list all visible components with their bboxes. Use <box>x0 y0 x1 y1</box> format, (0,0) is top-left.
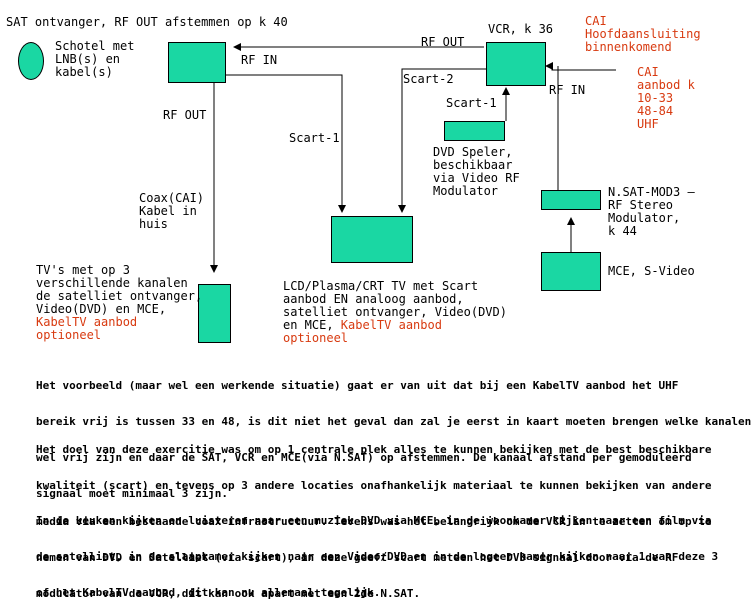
main-tv-label: LCD/Plasma/CRT TV met Scart aanbod EN an… <box>283 279 507 345</box>
vcr-scart1-label: Scart-1 <box>446 96 497 110</box>
diagram-title: SAT ontvanger, RF OUT afstemmen op k 40 <box>6 15 288 29</box>
dvd-player-box <box>444 121 505 141</box>
tvs-box <box>198 284 231 343</box>
line-vcr-scart2-to-tv <box>398 68 486 213</box>
sat-rf-out-label: RF OUT <box>163 108 207 122</box>
cai-offer-label: CAI aanbod k 10-33 48-84 UHF <box>637 65 695 131</box>
paragraph-2: Het doel van deze exercitie was om op 1 … <box>36 443 712 600</box>
dvd-label: DVD Speler, beschikbaar via Video RF Mod… <box>433 145 520 198</box>
line-cai-to-vcr <box>545 62 616 71</box>
modulator-box <box>541 190 601 210</box>
paragraph-1: Het voorbeeld (maar wel een werkende sit… <box>36 379 751 500</box>
line-sat-scart-to-tv <box>226 74 346 213</box>
sat-rf-in-label: RF IN <box>241 53 278 67</box>
main-tv-box <box>331 216 413 263</box>
satellite-dish <box>18 42 44 80</box>
paragraph-3: In de keuken kijken en luisteren naar ee… <box>36 514 719 599</box>
sat-receiver-box <box>168 42 226 83</box>
tvs-label: TV's met op 3 verschillende kanalen de s… <box>36 263 203 342</box>
vcr-scart2-label: Scart-2 <box>403 72 454 86</box>
vcr-title: VCR, k 36 <box>488 22 554 36</box>
cai-main-label: CAI Hoofdaansluiting binnenkomend <box>585 14 701 54</box>
modulator-label: N.SAT-MOD3 – RF Stereo Modulator, k 44 <box>608 185 695 238</box>
dish-label: Schotel met LNB(s) en kabel(s) <box>55 39 135 79</box>
mce-label: MCE, S-Video <box>608 264 695 278</box>
vcr-rf-in-label: RF IN <box>549 83 586 97</box>
vcr-box <box>486 42 546 86</box>
vcr-rf-out-label: RF OUT <box>421 35 465 49</box>
mce-box <box>541 252 601 291</box>
connection-lines <box>210 43 616 273</box>
coax-label: Coax(CAI) Kabel in huis <box>139 191 205 231</box>
tv-scart1-label: Scart-1 <box>289 131 340 145</box>
